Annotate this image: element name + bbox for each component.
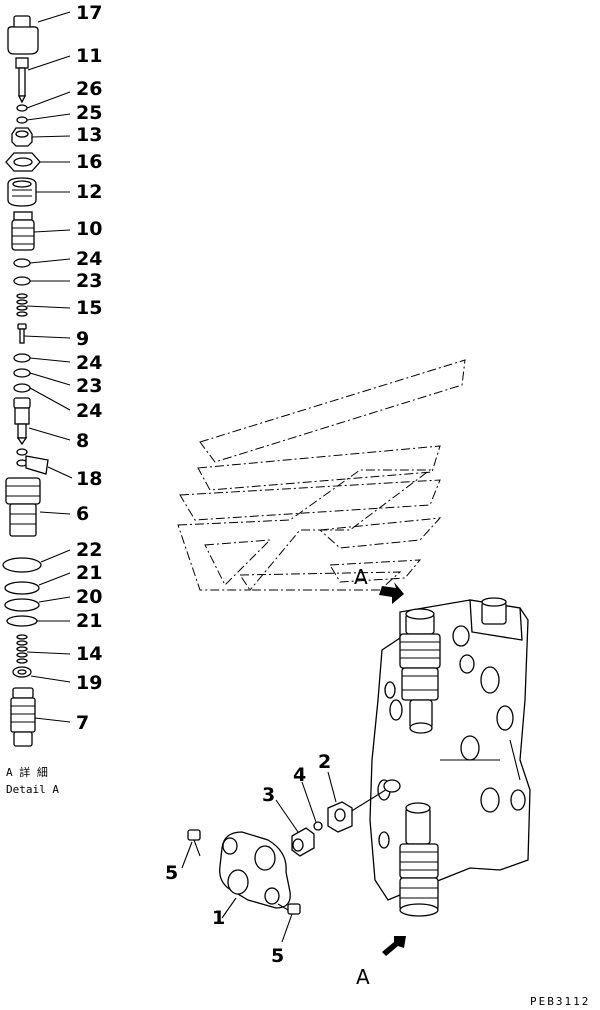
detail-a-exploded-stack	[2, 11, 73, 747]
part-16-lock-washer	[5, 152, 70, 172]
callout-15: 15	[76, 297, 102, 319]
callout-13: 13	[76, 124, 102, 146]
callout-7: 7	[76, 712, 89, 734]
callout-21-a: 21	[76, 562, 102, 584]
part-9-pin	[17, 323, 71, 344]
callout-21-b: 21	[76, 610, 102, 632]
callout-5-upper: 5	[165, 862, 178, 884]
callout-12: 12	[76, 181, 102, 203]
part-10-spool	[11, 211, 71, 251]
part-23-backup-ring-a	[13, 276, 70, 286]
part-7-sleeve	[10, 687, 71, 747]
callout-2: 2	[318, 751, 331, 773]
callout-11: 11	[76, 45, 102, 67]
callout-8: 8	[76, 430, 89, 452]
callout-17: 17	[76, 2, 102, 24]
part-11-bolt	[15, 55, 71, 104]
callout-24-b: 24	[76, 352, 102, 374]
callout-1: 1	[212, 907, 225, 929]
callout-5-lower: 5	[271, 945, 284, 967]
callout-4: 4	[293, 764, 306, 786]
detail-label-en: Detail A	[6, 783, 59, 796]
stack-callouts: 17 11 26 25 13 16 12 10 24 23 15 9 24 23…	[76, 2, 102, 734]
callout-23-b: 23	[76, 375, 102, 397]
callout-24-a: 24	[76, 248, 102, 270]
watermark-logo	[177, 359, 466, 591]
callout-22: 22	[76, 539, 102, 561]
part-8-poppet	[13, 397, 71, 446]
part-14-spring	[16, 634, 71, 664]
part-24-o-ring-b	[13, 353, 71, 363]
callout-9: 9	[76, 328, 89, 350]
part-18-plate	[16, 448, 73, 479]
part-17-cap	[7, 11, 71, 55]
callout-25: 25	[76, 102, 102, 124]
drawing-code: PEB3112	[530, 995, 590, 1008]
part-20-o-ring	[4, 596, 71, 612]
callout-16: 16	[76, 151, 102, 173]
part-19-seal	[12, 666, 71, 683]
callout-26: 26	[76, 78, 102, 100]
view-a-label-upper: A	[354, 565, 368, 589]
view-a-arrow-upper: A	[354, 565, 404, 604]
part-5-bolt-a	[181, 829, 201, 869]
part-3-seat	[275, 799, 315, 857]
view-a-arrow-lower: A	[356, 936, 406, 989]
part-1-flange	[219, 831, 291, 919]
callout-10: 10	[76, 218, 102, 240]
flange-assembly	[181, 771, 401, 943]
part-2-spacer	[327, 771, 353, 833]
callout-6: 6	[76, 503, 89, 525]
part-22-o-ring	[2, 549, 71, 573]
valve-body	[369, 597, 531, 901]
part-23-backup-ring-b	[13, 368, 71, 386]
part-5-bolt-b	[277, 903, 301, 943]
callout-23-a: 23	[76, 270, 102, 292]
part-13-nut	[11, 127, 71, 147]
callout-3: 3	[262, 784, 275, 806]
part-26-ring	[16, 91, 71, 112]
part-21-backup-ring-b	[6, 615, 70, 627]
part-6-plug	[5, 477, 71, 537]
lower-cartridge	[399, 802, 439, 917]
part-24-o-ring-c	[13, 383, 71, 411]
callout-20: 20	[76, 586, 102, 608]
part-24-o-ring-a	[13, 258, 71, 268]
callout-24-c: 24	[76, 400, 102, 422]
view-a-label-lower: A	[356, 965, 370, 989]
part-12-nut	[7, 177, 70, 207]
part-25-ring	[16, 113, 71, 124]
upper-cartridge	[399, 608, 441, 734]
callout-14: 14	[76, 643, 102, 665]
part-21-backup-ring-a	[4, 572, 71, 595]
detail-label-ja: A 詳 細	[6, 765, 48, 779]
part-4-ball	[301, 781, 323, 831]
callout-19: 19	[76, 672, 102, 694]
callout-18: 18	[76, 468, 102, 490]
part-15-spring	[16, 293, 71, 317]
